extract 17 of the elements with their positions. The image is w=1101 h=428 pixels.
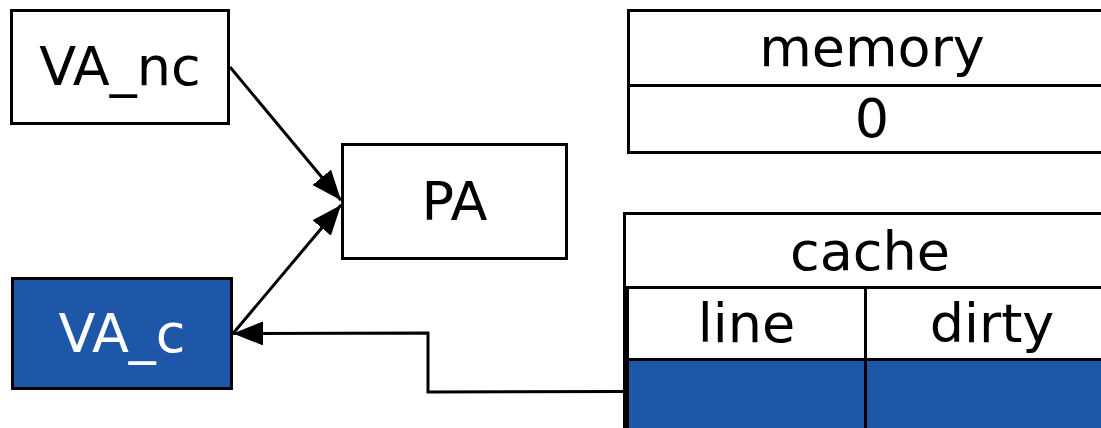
box-label: line bbox=[697, 296, 796, 351]
table-box bbox=[623, 212, 1101, 428]
filled-cell bbox=[626, 358, 867, 428]
table-cell bbox=[626, 286, 867, 361]
table-header: cache bbox=[790, 225, 950, 279]
table-header: memory bbox=[759, 21, 985, 75]
box-label: dirty bbox=[929, 296, 1055, 351]
label-box bbox=[10, 9, 230, 125]
label-box bbox=[341, 143, 568, 260]
box-label: 0 bbox=[854, 92, 890, 146]
arrow bbox=[228, 66, 343, 202]
arrow bbox=[231, 204, 343, 335]
label-box bbox=[11, 277, 233, 390]
arrow bbox=[233, 321, 623, 394]
box-label: PA bbox=[421, 174, 488, 229]
table-box bbox=[627, 9, 1101, 154]
filled-cell bbox=[864, 358, 1101, 428]
